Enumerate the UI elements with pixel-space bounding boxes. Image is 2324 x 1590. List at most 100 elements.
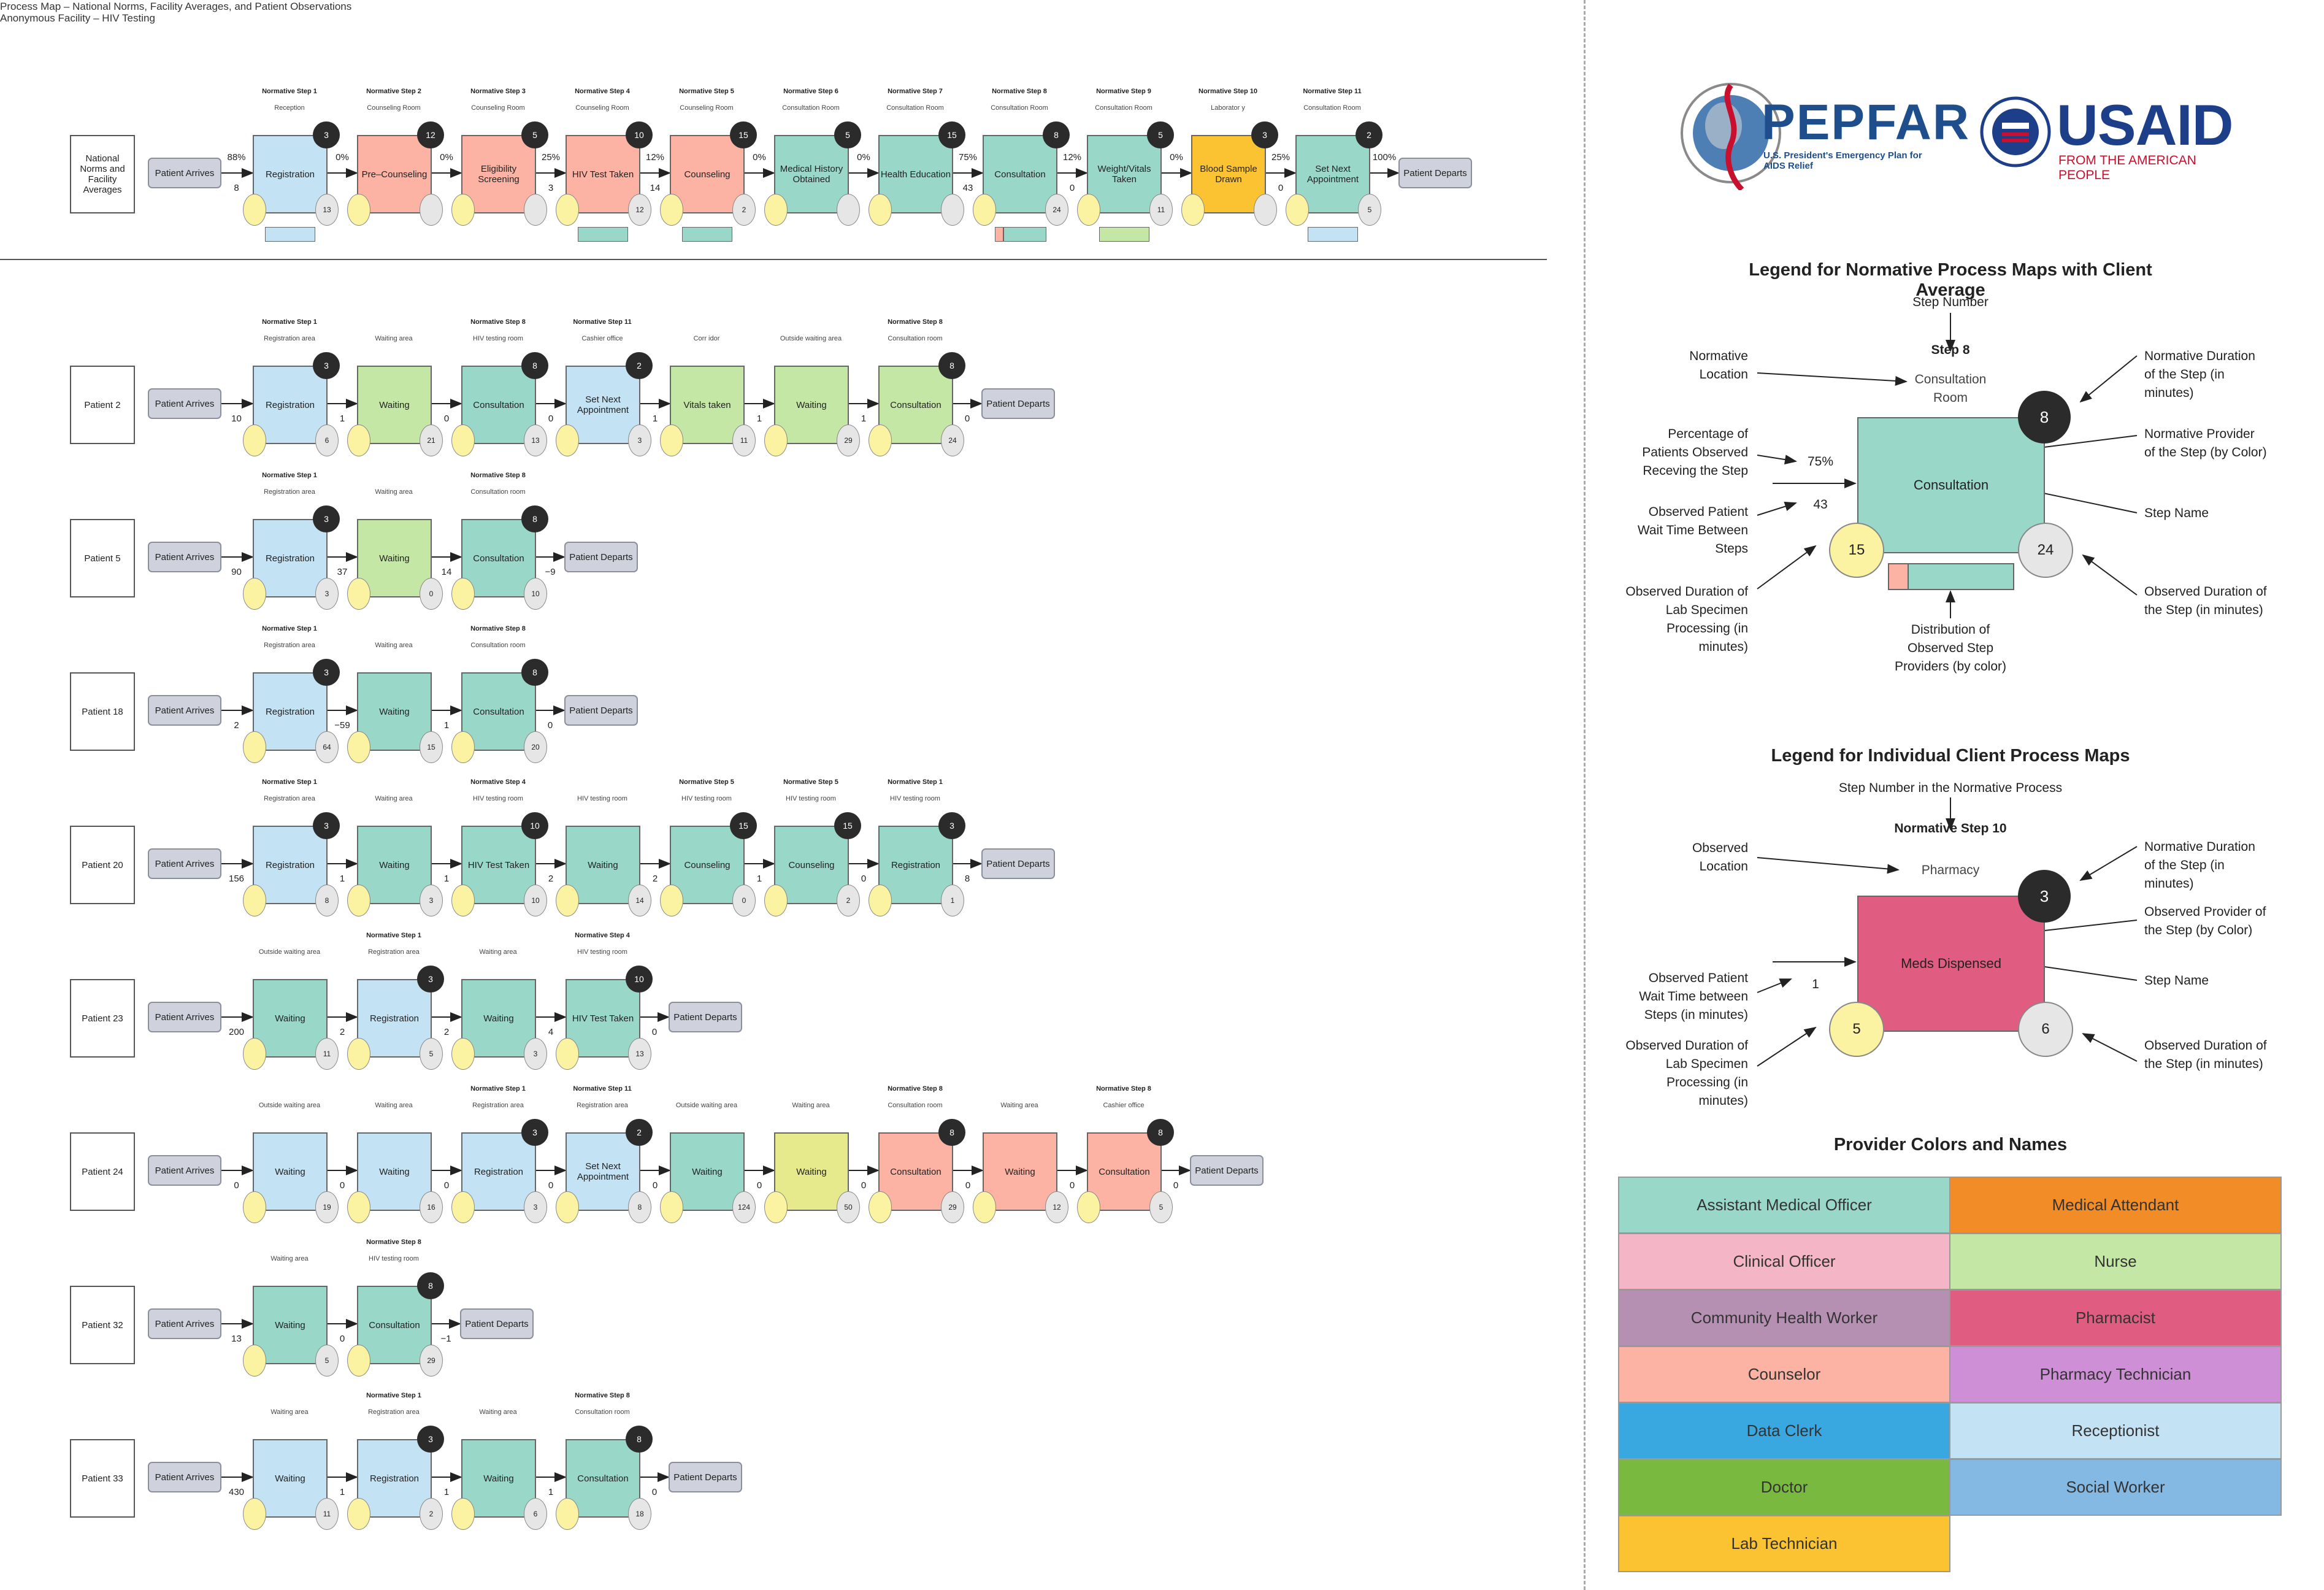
patient-row-3-wait-2: −59 [334,720,350,731]
legend1-step-box: Consultation [1857,417,2045,553]
patient-row-6-step-1-lab-duration [243,1191,266,1223]
patient-row-4-step-4: Waiting [566,826,640,904]
legend1-ann-obs-duration: Observed Duration of the Step (in minute… [2144,585,2267,617]
norm-row-step-7-lab-duration [869,194,892,226]
patient-row-2-step-1-obs-duration: 3 [315,578,339,610]
norm-row-step-3-number: Normative Step 3 [470,88,526,95]
patient-row-1-wait-3: 0 [443,413,450,424]
patient-row-6-step-2-location: Waiting area [375,1102,413,1109]
norm-row-pct-9: 12% [1062,152,1082,163]
patient-row-6-step-3-number: Normative Step 1 [470,1085,526,1093]
legend1-ann-provider: Normative Provider of the Step (by Color… [2144,427,2267,459]
norm-row-step-3-location: Counseling Room [471,104,525,112]
patient-row-1-wait-2: 1 [339,413,345,424]
patient-row-4-step-1-lab-duration [243,885,266,916]
provider-swatch: Community Health Worker [1618,1289,1950,1346]
patient-row-1-step-3: Consultation [461,366,536,444]
patient-row-4-step-3-norm-duration: 10 [521,812,548,839]
patient-row-3-label: Patient 18 [70,672,135,751]
patient-row-2-step-1-lab-duration [243,578,266,610]
patient-row-4-step-2-obs-duration: 3 [420,885,443,916]
patient-row-4-wait-2: 1 [339,874,345,884]
patient-row-4-step-1-number: Normative Step 1 [262,778,317,786]
patient-row-5-wait-5: 0 [651,1027,658,1037]
patient-row-3-step-3-lab-duration [451,731,475,763]
norm-row-step-8-provider-dist-2 [1003,227,1046,242]
legend1-ann-location: Normative Location [1689,349,1748,382]
patient-row-6-step-1: Waiting [253,1132,328,1211]
patient-row-8-step-3-obs-duration: 6 [524,1498,547,1530]
legend1-step-number-label: Step Number [1912,295,1988,309]
patient-row-6-wait-4: 0 [548,1180,554,1191]
patient-row-5-wait-4: 4 [548,1027,554,1037]
norm-row-step-5-location: Counseling Room [680,104,734,112]
patient-row-8-step-2-norm-duration: 3 [417,1426,444,1453]
patient-row-4-step-3-location: HIV testing room [473,795,523,802]
patient-row-2-step-1: Registration [253,519,328,597]
patient-row-8-step-4: Consultation [566,1439,640,1518]
legend2-step-box: Meds Dispensed [1857,896,2045,1032]
patient-row-1-step-1-lab-duration [243,424,266,456]
patient-row-6-wait-9: 0 [1069,1180,1075,1191]
patient-row-1-step-4-lab-duration [556,424,579,456]
norm-row-step-11-lab-duration [1286,194,1309,226]
patient-row-8-step-3: Waiting [461,1439,536,1518]
patient-row-2-step-3-lab-duration [451,578,475,610]
norm-row-pct-11: 25% [1271,152,1290,163]
patient-row-6-step-7-number: Normative Step 8 [888,1085,943,1093]
patient-row-8-step-4-number: Normative Step 8 [575,1392,630,1399]
patient-row-1-step-4-number: Normative Step 11 [573,318,632,326]
patient-row-1-step-2: Waiting [357,366,432,444]
norm-row-step-9-lab-duration [1077,194,1100,226]
patient-row-4-step-4-obs-duration: 14 [628,885,651,916]
patient-row-4-step-5-norm-duration: 15 [730,812,757,839]
patient-row-3-step-2-obs-duration: 15 [420,731,443,763]
patient-row-8-step-2-obs-duration: 2 [420,1498,443,1530]
pepfar-logo: PEPFAR U.S. President's Emergency Plan f… [1674,77,1969,192]
norm-row-pct-final: 100% [1372,152,1397,163]
patient-row-1-wait-4: 0 [548,413,554,424]
patient-row-4-arrives: Patient Arrives [148,848,221,879]
patient-row-6-step-8-obs-duration: 12 [1045,1191,1068,1223]
legend1-ann-norm-duration: Normative Duration of the Step (in minut… [2144,349,2255,400]
patient-row-3-wait-4: 0 [547,720,553,731]
patient-row-2-arrives: Patient Arrives [148,542,221,572]
norm-row-step-1-lab-duration [243,194,266,226]
legend1-lab-circle: 15 [1829,523,1884,578]
legend2-arrow-lab [1757,1026,1817,1067]
patient-row-5-label: Patient 23 [70,979,135,1058]
patient-row-1-step-7-number: Normative Step 8 [888,318,943,326]
patient-row-6-step-5-lab-duration [660,1191,683,1223]
patient-row-7-arrives: Patient Arrives [148,1308,221,1339]
patient-row-4-step-6-lab-duration [764,885,788,916]
legend2-ann-lab: Observed Duration of Lab Specimen Proces… [1625,1039,1748,1108]
patient-row-6-step-3-location: Registration area [472,1102,524,1109]
patient-row-6-arrives: Patient Arrives [148,1155,221,1186]
patient-row-5-step-4: HIV Test Taken [566,979,640,1058]
patient-row-2-step-2-location: Waiting area [375,488,413,496]
patient-row-2-departs: Patient Departs [564,542,638,572]
norm-row-step-4-number: Normative Step 4 [575,88,630,95]
norm-row-step-10-lab-duration [1181,194,1205,226]
provider-swatch: Pharmacist [1949,1289,2282,1346]
usaid-wordmark: USAID [2057,93,2233,157]
patient-row-6-step-7-obs-duration: 29 [941,1191,964,1223]
patient-row-4-step-1-location: Registration area [264,795,315,802]
patient-row-4-step-5-location: HIV testing room [681,795,732,802]
patient-row-4-wait-7: 0 [861,874,867,884]
norm-row-step-1-norm-duration: 3 [313,121,340,148]
patient-row-5-step-3-obs-duration: 3 [524,1038,547,1070]
norm-row-step-7-norm-duration: 15 [938,121,965,148]
legend1-arrow-lab [1757,545,1817,590]
norm-row-step-6-number: Normative Step 6 [783,88,838,95]
patient-row-7-step-2-location: HIV testing room [369,1255,419,1262]
patient-row-1-arrives: Patient Arrives [148,388,221,419]
patient-row-7-step-2: Consultation [357,1286,432,1364]
patient-row-6-step-8: Waiting [983,1132,1057,1211]
patient-row-6-step-7: Consultation [878,1132,953,1211]
patient-row-1-step-1-location: Registration area [264,335,315,342]
patient-row-6-step-2: Waiting [357,1132,432,1211]
norm-row-step-5-number: Normative Step 5 [679,88,734,95]
norm-row-step-9-obs-duration: 11 [1149,194,1173,226]
patient-row-8-step-3-lab-duration [451,1498,475,1530]
